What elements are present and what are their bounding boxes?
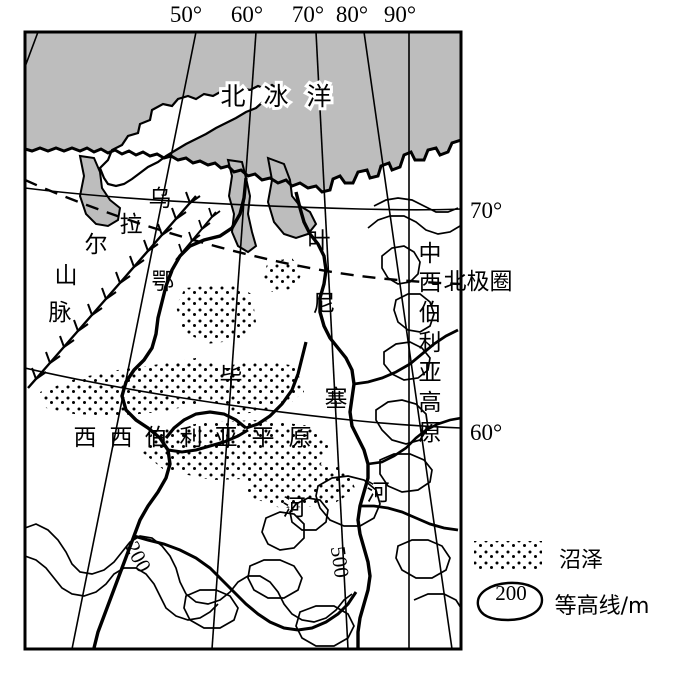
place-label-8: 鄂 bbox=[152, 269, 175, 295]
river-tributary-1 bbox=[167, 428, 249, 454]
latitude-label-0: 70° bbox=[470, 198, 502, 223]
place-label-18: 高 bbox=[419, 390, 442, 416]
place-label-28: 河 bbox=[367, 480, 390, 506]
place-label-7: 脉 bbox=[49, 300, 72, 326]
river-tributary-2 bbox=[133, 534, 358, 632]
map-frame bbox=[23, 30, 463, 651]
longitude-label-3: 80° bbox=[336, 2, 368, 27]
legend-marsh-label: 沼泽 bbox=[559, 548, 603, 573]
parallel-60 bbox=[25, 367, 461, 429]
river-yenisei bbox=[294, 191, 372, 648]
place-label-23: 利 bbox=[180, 425, 203, 451]
place-label-10: 叶 bbox=[308, 228, 331, 254]
ocean-label-halo-0: 北 bbox=[220, 82, 245, 111]
place-label-24: 亚 bbox=[215, 425, 238, 451]
place-label-29: 北极圈 bbox=[444, 269, 513, 295]
place-label-3: 乌 bbox=[149, 186, 172, 212]
meridian-50 bbox=[71, 32, 197, 649]
place-label-4: 拉 bbox=[120, 212, 143, 238]
longitude-label-1: 60° bbox=[231, 2, 263, 27]
meridian-70 bbox=[315, 32, 349, 649]
place-label-21: 西 bbox=[110, 425, 133, 451]
place-label-2: 洋 bbox=[306, 82, 331, 111]
legend-contour-swatch bbox=[476, 581, 544, 622]
river-ob bbox=[92, 177, 248, 649]
river-podkamennaya bbox=[367, 416, 461, 466]
latitude-labels: 70° 60° bbox=[470, 198, 502, 445]
place-label-14: 西 bbox=[419, 270, 442, 296]
legend-marsh-swatch bbox=[474, 541, 542, 569]
place-label-15: 伯 bbox=[419, 300, 442, 326]
ocean-label-halo-1: 冰 bbox=[263, 82, 288, 111]
place-name-labels: 北北冰冰洋洋乌拉尔山脉鄂毕叶尼塞中西伯利亚高原西西伯利亚平原河河北极圈 bbox=[49, 79, 513, 521]
longitude-label-4: 90° bbox=[384, 2, 416, 27]
place-label-13: 中 bbox=[419, 241, 442, 267]
place-label-27: 河 bbox=[283, 495, 306, 521]
place-label-19: 原 bbox=[419, 420, 442, 446]
river-tunguska bbox=[353, 328, 459, 386]
place-label-9: 毕 bbox=[220, 364, 243, 390]
place-label-20: 西 bbox=[74, 425, 97, 451]
place-label-25: 平 bbox=[252, 425, 275, 451]
contour-label-1: 500 bbox=[326, 545, 354, 580]
place-label-11: 尼 bbox=[313, 291, 336, 317]
map-body bbox=[25, 32, 461, 649]
longitude-label-2: 70° bbox=[292, 2, 324, 27]
longitude-label-0: 50° bbox=[170, 2, 202, 27]
place-label-17: 亚 bbox=[419, 360, 442, 386]
legend-contour-value: 200 bbox=[495, 581, 527, 605]
place-label-26: 原 bbox=[289, 425, 312, 451]
meridian-80 bbox=[363, 32, 453, 649]
place-label-1: 冰 bbox=[263, 82, 288, 111]
place-label-22: 伯 bbox=[145, 425, 168, 451]
place-label-0: 北 bbox=[220, 82, 245, 111]
marsh-areas bbox=[40, 258, 356, 508]
map-legend: 沼泽 200 等高线/m bbox=[474, 541, 650, 622]
place-label-6: 山 bbox=[55, 263, 78, 289]
place-label-12: 塞 bbox=[325, 386, 348, 412]
legend-contour-label: 等高线/m bbox=[555, 594, 650, 619]
latitude-label-1: 60° bbox=[470, 420, 502, 445]
parallel-70 bbox=[25, 187, 461, 211]
ural-mountains-symbol bbox=[27, 191, 221, 389]
meridian-60 bbox=[211, 32, 257, 649]
river-irtysh bbox=[164, 341, 308, 439]
place-label-16: 利 bbox=[419, 330, 442, 356]
coastline bbox=[25, 138, 461, 194]
ocean-label-halo-2: 洋 bbox=[306, 82, 331, 111]
arctic-circle-line bbox=[25, 178, 461, 286]
meridian-lines bbox=[25, 32, 453, 649]
longitude-labels: 50° 60° 70° 80° 90° bbox=[170, 2, 416, 27]
place-label-5: 尔 bbox=[85, 232, 108, 258]
